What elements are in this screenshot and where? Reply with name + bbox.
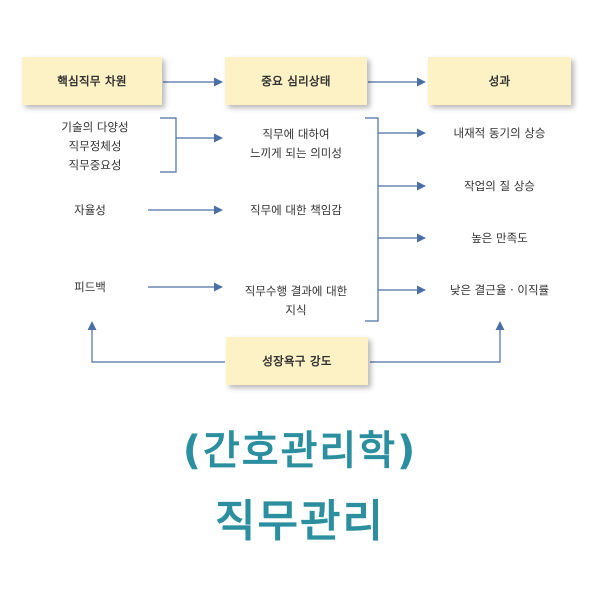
dimension-skill-variety: 기술의 다양성 bbox=[61, 120, 129, 134]
state-responsibility: 직무에 대한 책임감 bbox=[250, 203, 342, 217]
title-nursing-management: (간호관리학) bbox=[182, 428, 418, 474]
arrow-growth-to-outcomes bbox=[370, 321, 505, 363]
box-psychological-states: 중요 심리상태 bbox=[225, 57, 367, 105]
dimension-task-significance: 직무중요성 bbox=[68, 158, 122, 172]
arrow-growth-to-dimensions bbox=[87, 321, 225, 363]
dimension-feedback: 피드백 bbox=[74, 280, 106, 294]
box-core-job-dimensions: 핵심직무 차원 bbox=[22, 57, 162, 105]
outcome-quality: 작업의 질 상승 bbox=[464, 179, 535, 193]
outcome-motivation: 내재적 동기의 상승 bbox=[453, 126, 546, 140]
state-knowledge: 직무수행 결과에 대한 지식 bbox=[218, 282, 374, 320]
bracket-states bbox=[365, 117, 379, 322]
box-outcomes: 성과 bbox=[428, 57, 571, 105]
state-meaningfulness-line-1: 직무에 대하여 bbox=[262, 127, 330, 141]
state-meaningfulness: 직무에 대하여 느끼게 되는 의미성 bbox=[225, 125, 367, 163]
outcome-satisfaction: 높은 만족도 bbox=[471, 231, 528, 245]
dimension-task-identity: 직무정체성 bbox=[68, 139, 122, 153]
dimension-variety-group: 기술의 다양성 직무정체성 직무중요성 bbox=[40, 118, 150, 175]
outcome-turnover: 낮은 결근율 · 이직률 bbox=[449, 283, 550, 297]
state-meaningfulness-line-2: 느끼게 되는 의미성 bbox=[250, 146, 342, 160]
bracket-dimensions bbox=[160, 117, 177, 173]
state-knowledge-line-1: 직무수행 결과에 대한 bbox=[244, 284, 348, 298]
box-growth-need-strength: 성장욕구 강도 bbox=[226, 337, 368, 385]
dimension-autonomy: 자율성 bbox=[74, 203, 106, 217]
title-job-management: 직무관리 bbox=[215, 496, 385, 547]
state-knowledge-line-2: 지식 bbox=[285, 303, 307, 317]
